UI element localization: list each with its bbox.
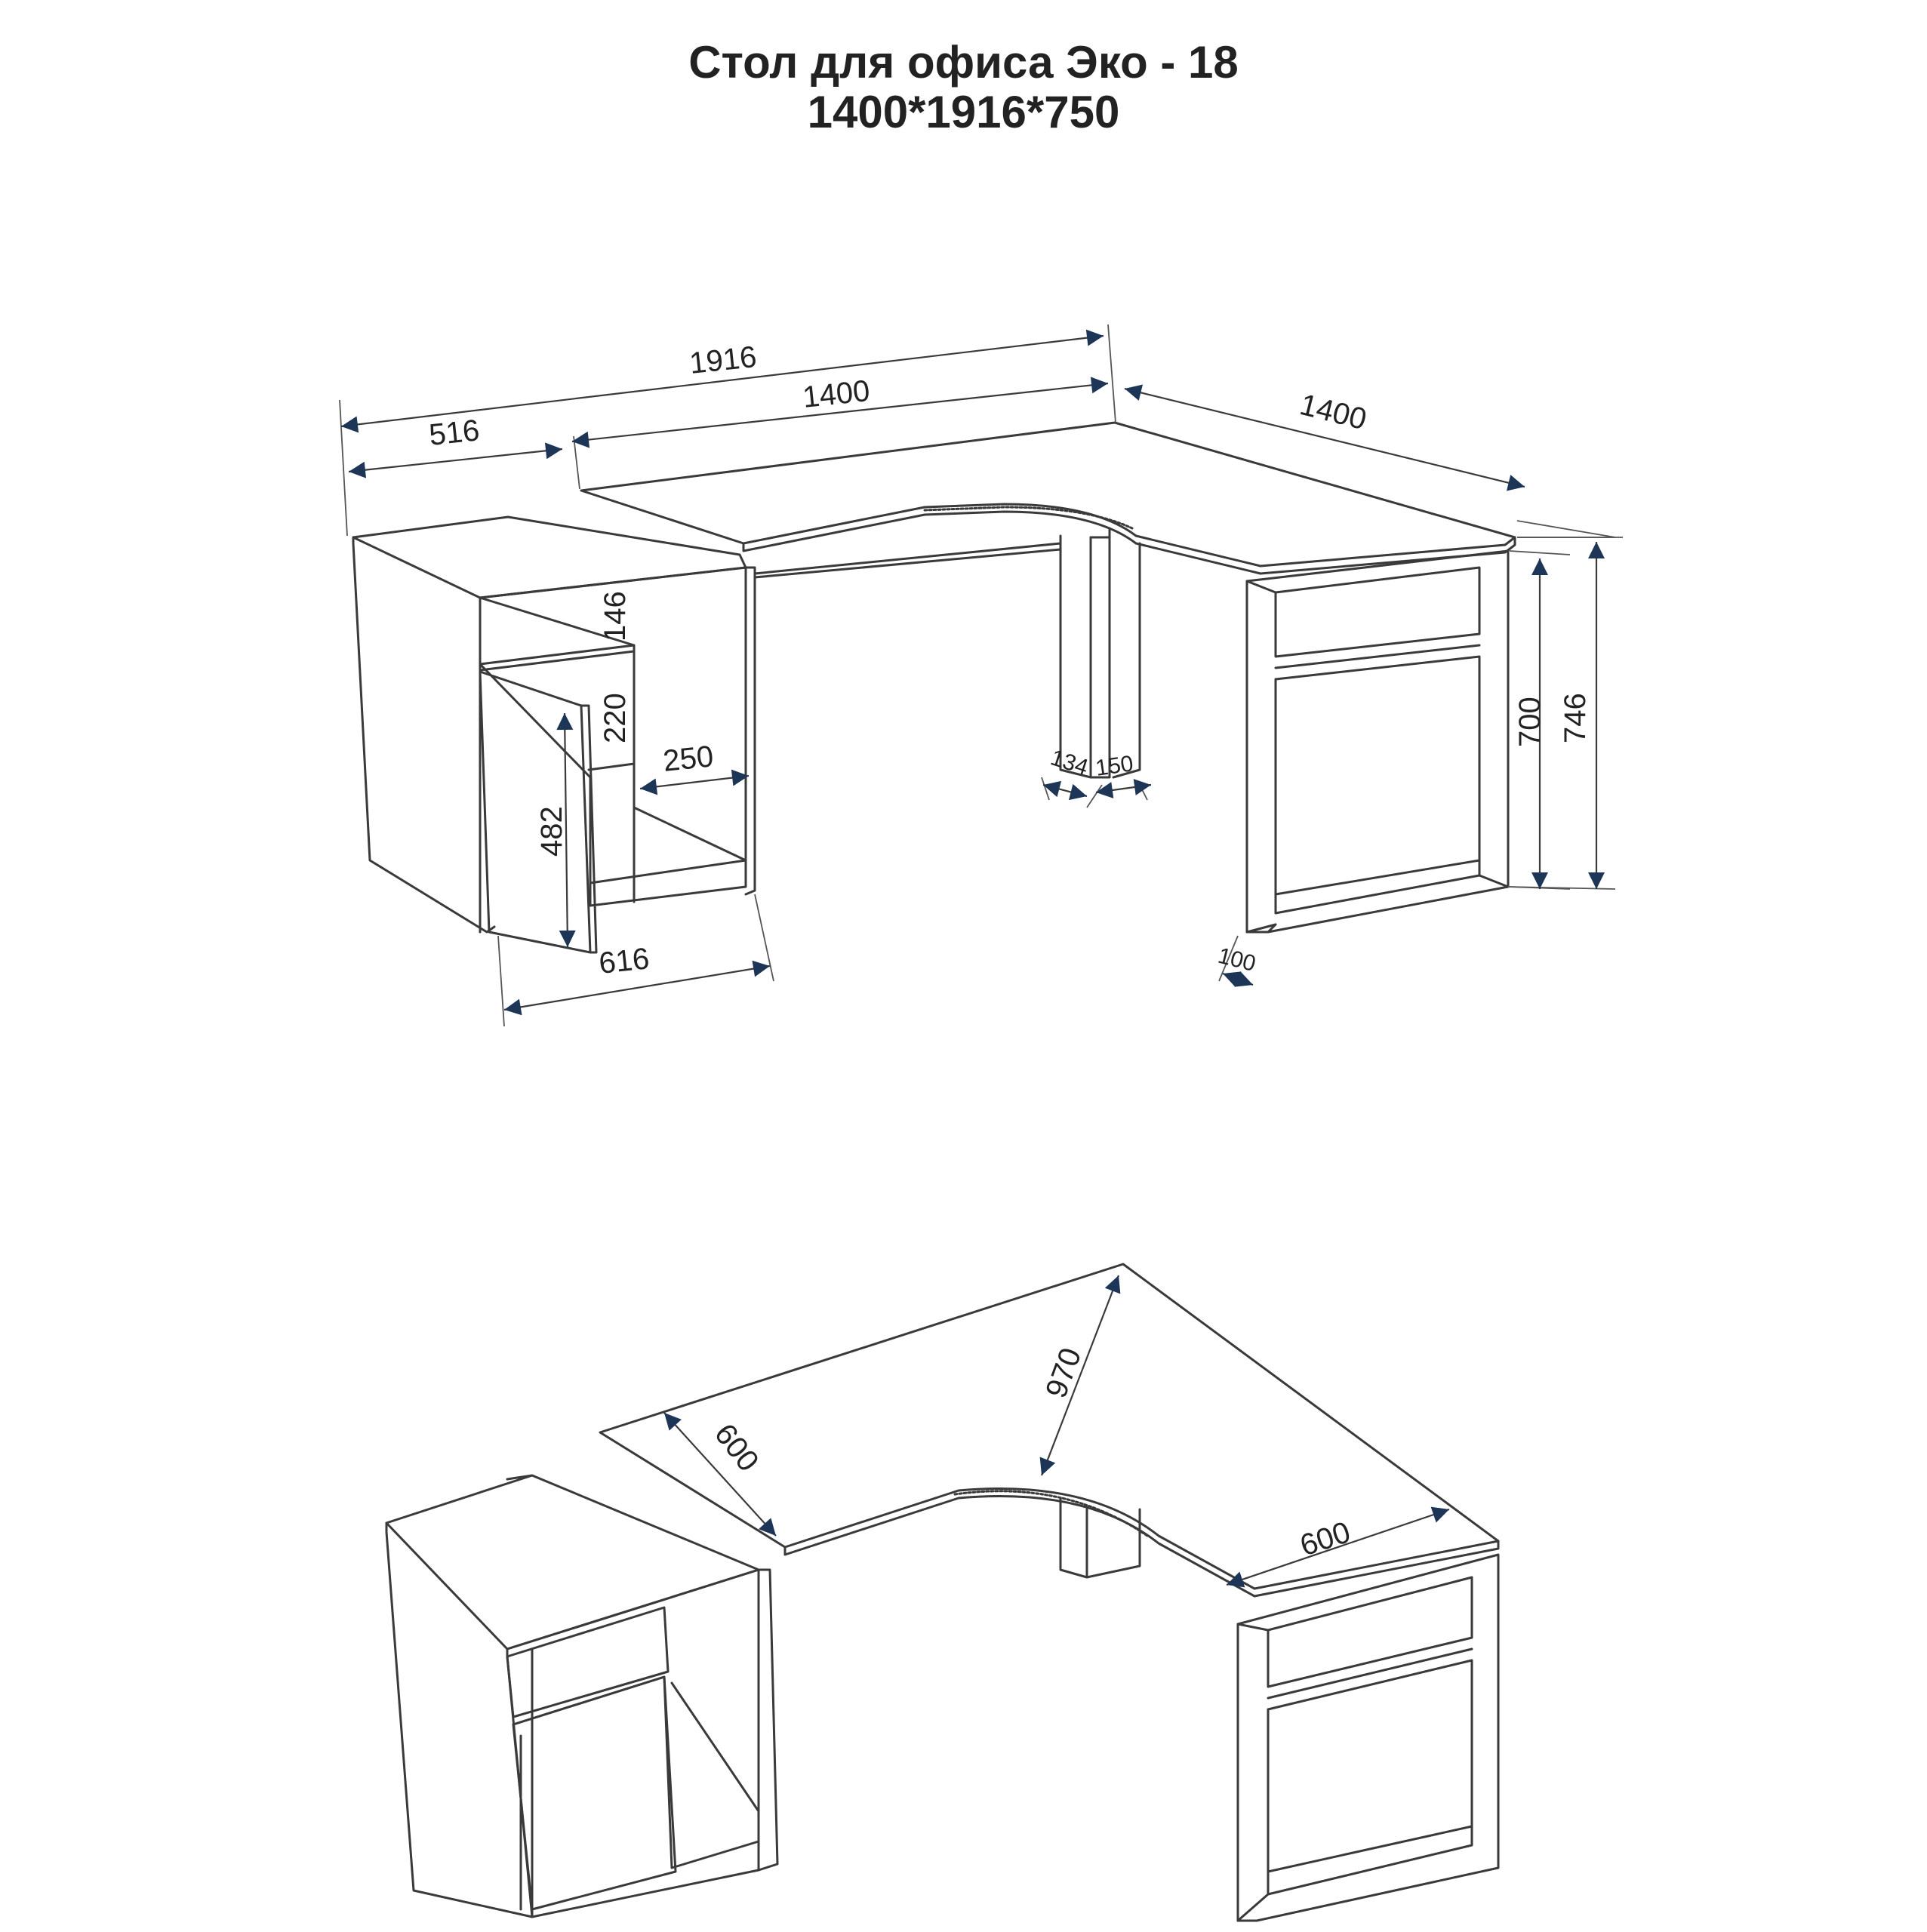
front-right-frame-side: [1245, 549, 1510, 934]
top-dimension-lines: [663, 1275, 1450, 1588]
front-desktop-edge: [742, 510, 1516, 575]
top-cabinet-front: [506, 1568, 760, 1918]
top-view: 600 970 600: [385, 1263, 1500, 1922]
front-cable-slot: [923, 506, 1134, 530]
dim-line-134: [1042, 780, 1088, 801]
front-middle-leg-b: [1089, 527, 1111, 779]
dim-label-250: 250: [661, 740, 715, 778]
dim-label-700: 700: [1513, 697, 1547, 747]
top-desk-outline: [385, 1263, 1500, 1922]
front-right-frame-inner: [1274, 566, 1481, 915]
dim-label-1400-main: 1400: [801, 374, 871, 414]
front-right-frame-outer: [1245, 549, 1510, 934]
front-right-frame-depth: [1245, 583, 1277, 934]
dim-line-150: [1095, 779, 1152, 798]
front-cabinet-top: [352, 515, 747, 599]
top-cabinet-side: [385, 1521, 534, 1918]
top-cabinet-side-panel: [757, 1568, 779, 1872]
front-modesty-beam: [753, 542, 1062, 579]
dim-line-600-left: [663, 1412, 777, 1537]
front-dimension-lines: [340, 329, 1605, 1016]
front-middle-leg-c: [1112, 542, 1141, 779]
front-middle-leg-a: [1059, 534, 1092, 779]
dim-line-100: [1222, 971, 1254, 988]
top-dimension-labels: 600 970 600: [708, 1343, 1354, 1562]
title-block: Стол для офиса Эко - 18 1400*1916*750: [0, 38, 1927, 137]
dim-line-1400-return: [1124, 384, 1525, 491]
dim-line-616: [503, 960, 771, 1016]
dim-label-600-right: 600: [1296, 1515, 1354, 1562]
dim-line-970: [1039, 1275, 1121, 1476]
dim-label-746: 746: [1559, 693, 1592, 743]
top-right-frame-outer: [1236, 1553, 1500, 1922]
top-cable-slot: [953, 1490, 1149, 1537]
dim-label-970: 970: [1039, 1343, 1088, 1402]
dim-label-1916: 1916: [688, 340, 758, 380]
dim-label-150: 150: [1094, 751, 1134, 781]
top-right-frame-side: [1236, 1623, 1473, 1922]
top-desktop-top: [599, 1263, 1500, 1590]
top-middle-leg: [1059, 1497, 1141, 1579]
dim-label-616: 616: [597, 942, 651, 980]
dim-line-1400-main: [571, 377, 1109, 448]
dim-label-134: 134: [1048, 745, 1091, 780]
dim-label-100: 100: [1215, 943, 1258, 977]
dim-label-1400-return: 1400: [1297, 388, 1370, 436]
dim-label-220: 220: [599, 693, 632, 743]
front-cabinet-front: [479, 566, 747, 934]
drawing-title: Стол для офиса Эко - 18: [688, 37, 1239, 88]
drawing-dimensions-title: 1400*1916*750: [807, 87, 1120, 137]
dim-line-482: [556, 712, 576, 948]
dim-label-146: 146: [599, 591, 632, 641]
top-cabinet-top: [385, 1474, 760, 1651]
dim-label-600-left: 600: [708, 1417, 765, 1478]
dim-line-250: [639, 769, 750, 795]
top-cabinet-shelves: [506, 1606, 760, 1911]
front-cabinet-door: [479, 670, 598, 954]
front-right-frame-bottom: [1274, 859, 1481, 896]
dim-line-600-right: [1226, 1506, 1450, 1588]
dim-label-516: 516: [427, 414, 481, 452]
front-view: 1916 1400 516 1400 146 220 250 482 616 7…: [339, 324, 1623, 1027]
front-cabinet-back: [352, 536, 496, 934]
top-right-frame-inner: [1267, 1576, 1473, 1896]
top-desktop-edge: [783, 1495, 1500, 1598]
dim-label-482: 482: [535, 806, 568, 857]
front-desk-outline: [352, 421, 1516, 954]
front-dimension-labels: 1916 1400 516 1400 146 220 250 482 616 7…: [427, 340, 1592, 980]
front-extension-lines: [339, 324, 1623, 1027]
front-cabinet-side: [744, 566, 756, 896]
top-cabinet-door: [512, 1675, 677, 1911]
dim-line-516: [348, 442, 563, 478]
